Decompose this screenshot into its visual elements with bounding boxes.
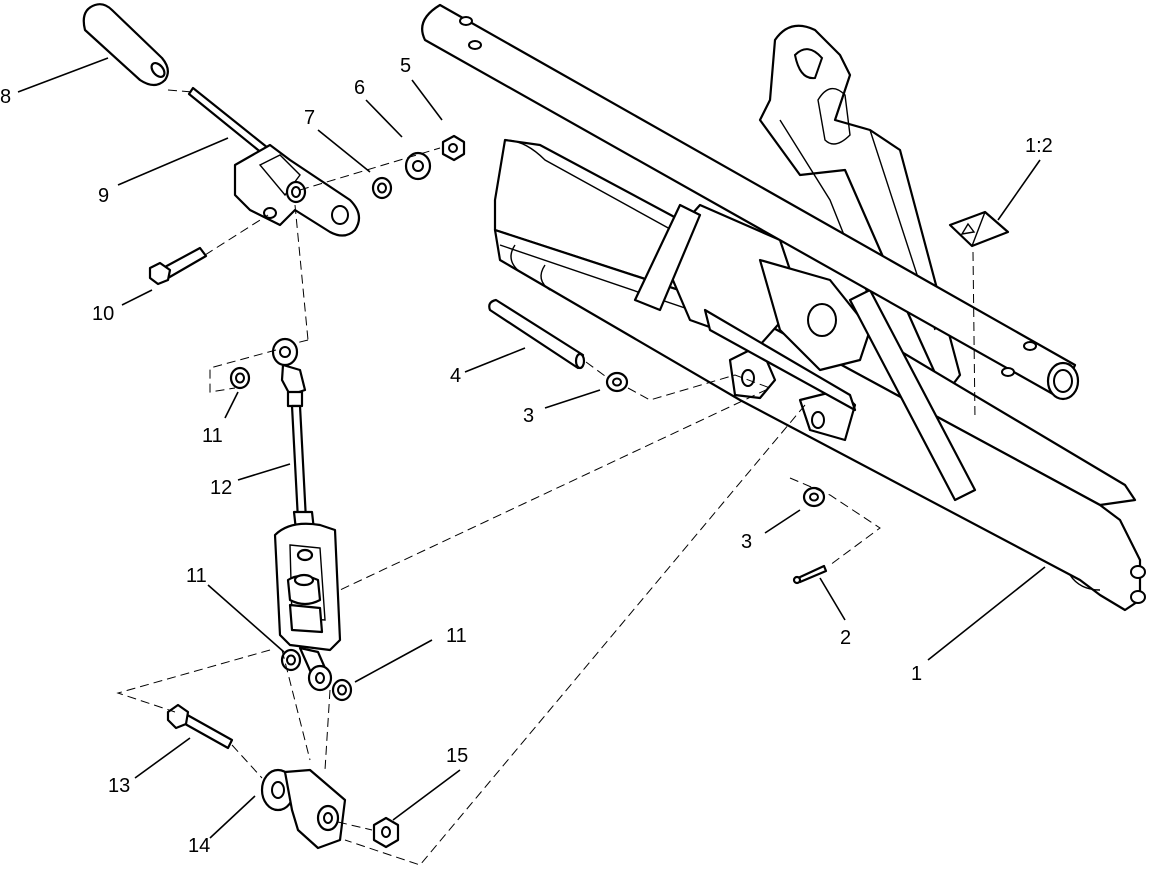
callout-13: 13 (108, 775, 130, 797)
nut-part-15 (372, 816, 400, 849)
callout-11-upper: 11 (202, 425, 223, 447)
bushing-part-11-right (331, 678, 353, 702)
callout-14: 14 (188, 835, 210, 857)
bushing-part-11-left (280, 648, 302, 672)
callout-3-upper: 3 (523, 405, 534, 427)
bolt-part-10 (148, 246, 208, 286)
assembly-lines (116, 89, 976, 866)
frame-assembly (421, 3, 1146, 612)
callout-8: 8 (0, 86, 11, 108)
callout-1-2: 1:2 (1025, 135, 1053, 157)
decal-label (948, 210, 1010, 248)
lever-bracket-part-9 (233, 143, 361, 237)
bolt-part-13 (166, 703, 234, 750)
callout-12: 12 (210, 477, 232, 499)
handle-grip-part-8 (82, 3, 169, 87)
callout-11-right: 11 (446, 625, 467, 647)
washer-part-3-lower (802, 486, 826, 508)
callout-6: 6 (354, 77, 365, 99)
callout-4: 4 (450, 365, 461, 387)
cotter-pin-part-2 (792, 564, 828, 585)
callout-11-left: 11 (186, 565, 207, 587)
callout-labels: 1 1:2 2 3 3 4 5 6 7 8 9 10 11 11 11 12 1… (0, 55, 1053, 857)
nut-part-5 (441, 134, 466, 162)
callout-1: 1 (911, 663, 922, 685)
pivot-bracket-part-14 (260, 768, 347, 850)
bushing-part-11-upper (229, 366, 251, 390)
callout-3-lower: 3 (741, 531, 752, 553)
linkage-rod-part-12 (271, 337, 342, 692)
bushing-part-7 (371, 176, 393, 200)
callout-5: 5 (400, 55, 411, 77)
callout-15: 15 (446, 745, 468, 767)
washer-part-6 (404, 151, 432, 181)
callout-10: 10 (92, 303, 114, 325)
callout-2: 2 (840, 627, 851, 649)
callout-7: 7 (304, 107, 315, 129)
pin-part-4 (488, 298, 586, 370)
leader-lines (17, 57, 1046, 839)
callout-9: 9 (98, 185, 109, 207)
lever-rod-part-9 (187, 86, 270, 156)
washer-part-3-upper (605, 371, 629, 393)
